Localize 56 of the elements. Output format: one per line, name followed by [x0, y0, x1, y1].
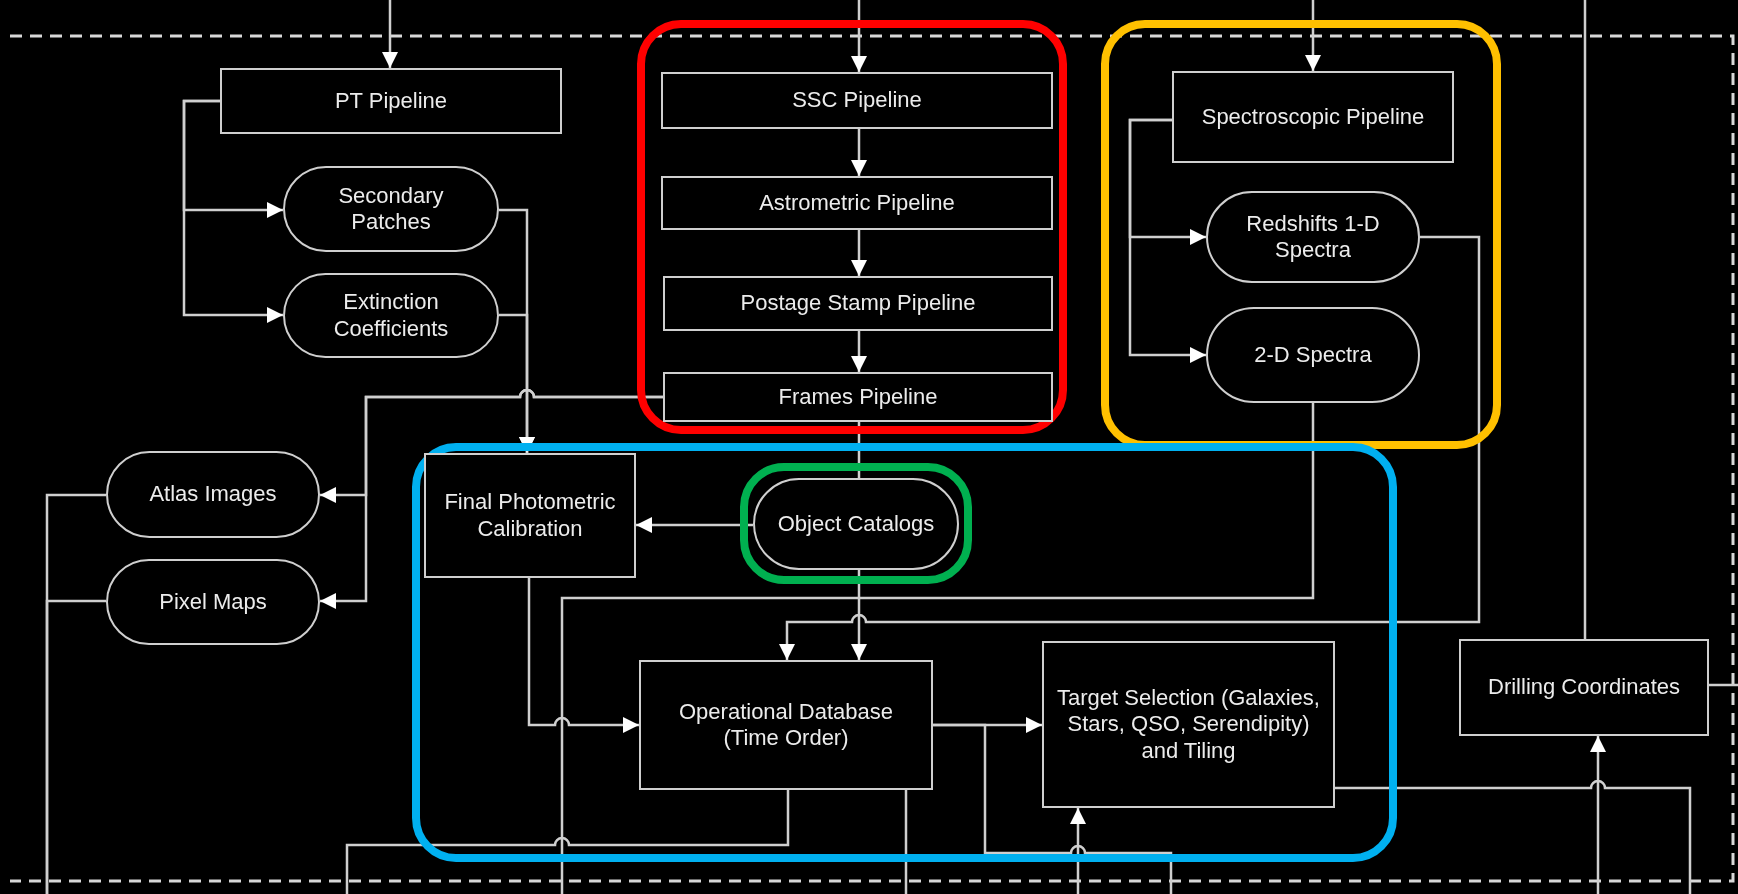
arrow — [851, 331, 867, 372]
process-box — [1459, 639, 1709, 736]
arrow — [851, 0, 867, 72]
highlight-frame — [1101, 20, 1501, 449]
node-label: PT Pipeline — [334, 87, 448, 115]
node-label: Target Selection (Galaxies, Stars, QSO, Serendipity) and Tiling — [1056, 684, 1321, 765]
highlight-frame — [412, 443, 1397, 862]
process-box — [639, 660, 933, 790]
arrow — [320, 388, 663, 609]
highlight-frame — [740, 463, 972, 584]
node-label: Frames Pipeline — [778, 383, 938, 411]
process-box — [220, 68, 562, 134]
connector-line — [1583, 0, 1587, 639]
connector-line — [45, 599, 106, 894]
node-label: Redshifts 1-D Spectra — [1245, 210, 1381, 264]
process-box — [661, 176, 1053, 230]
connector-line — [933, 723, 1173, 894]
arrow — [851, 129, 867, 176]
node-label: Spectroscopic Pipeline — [1201, 103, 1425, 131]
node-label: Postage Stamp Pipeline — [740, 290, 976, 317]
arrow — [182, 99, 283, 323]
connector-line — [857, 422, 861, 478]
process-box — [1172, 71, 1454, 163]
process-box — [663, 372, 1053, 422]
arrow — [382, 0, 398, 68]
process-box — [1042, 641, 1335, 808]
connector-line — [1709, 683, 1738, 687]
arrow — [636, 517, 753, 533]
highlight-frame — [637, 20, 1067, 434]
node-label: Operational Database (Time Order) — [678, 698, 894, 752]
arrow — [527, 578, 639, 733]
connector-line — [904, 790, 908, 894]
node-label: Pixel Maps — [159, 588, 267, 616]
arrow — [1070, 808, 1086, 894]
connector-line — [560, 403, 1315, 894]
node-label: SSC Pipeline — [792, 87, 922, 114]
connector-line — [345, 790, 790, 894]
arrow — [1128, 118, 1206, 363]
connector-line — [1335, 779, 1692, 894]
process-box — [661, 72, 1053, 129]
node-label: Atlas Images — [149, 481, 277, 508]
node-label: Extinction Coefficients — [332, 289, 450, 342]
arrow — [851, 230, 867, 276]
arrow — [1305, 0, 1321, 71]
node-label: Secondary Patches — [337, 182, 445, 236]
arrow — [779, 235, 1481, 660]
arrow — [851, 570, 867, 660]
arrow — [499, 313, 535, 453]
node-label: Final Photometric Calibration — [443, 489, 617, 542]
node-label: 2-D Spectra — [1254, 341, 1372, 369]
node-label: Object Catalogs — [777, 510, 935, 538]
node-label: Drilling Coordinates — [1488, 674, 1680, 701]
process-box — [424, 453, 636, 578]
arrow — [1590, 736, 1606, 894]
node-label: Astrometric Pipeline — [759, 189, 955, 217]
process-box — [663, 276, 1053, 331]
